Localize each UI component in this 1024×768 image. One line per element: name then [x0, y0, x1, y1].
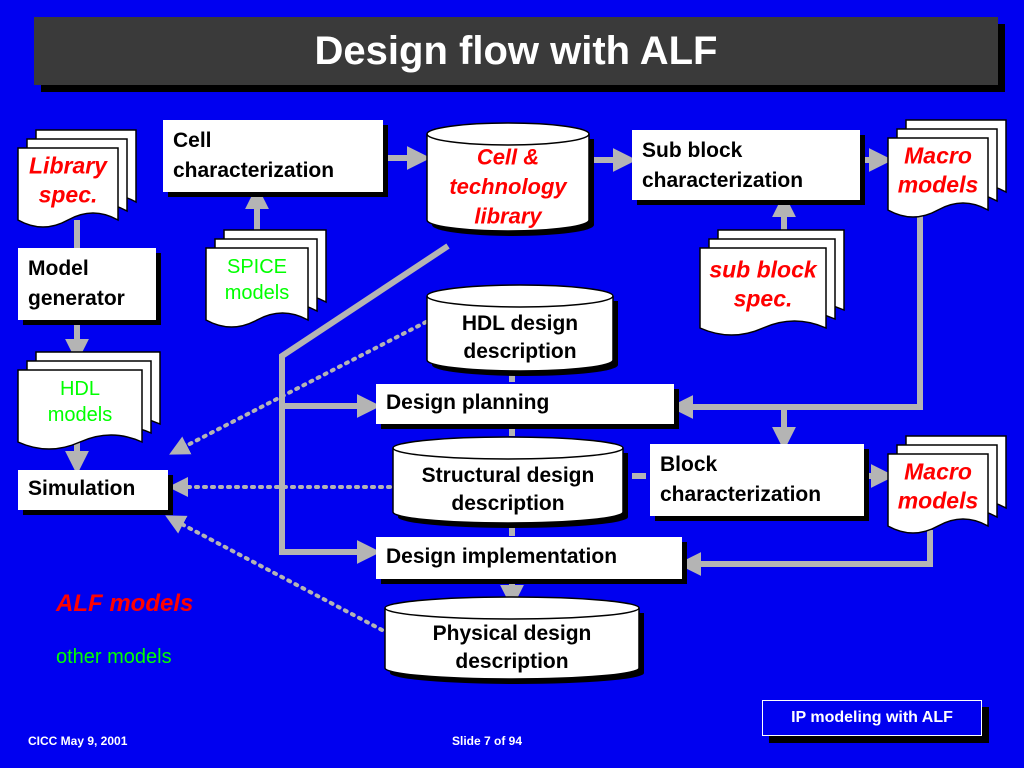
- cell-tech-library-cylinder-line-1: Cell &: [477, 144, 539, 169]
- spice-models-doc-line-2: models: [225, 282, 289, 304]
- legend-other-models: other models: [56, 646, 172, 668]
- cell-characterization-box: Cell characterization: [163, 120, 383, 192]
- hdl-models-doc: HDL models: [17, 351, 161, 450]
- physical-design-description-cylinder-rim: [384, 607, 640, 620]
- cell-tech-library-cylinder-line-2: technology: [449, 174, 568, 199]
- block-characterization-box: Block characterization: [650, 444, 864, 516]
- hdl-desc-to-hdl-models-dotted: [169, 320, 428, 455]
- macro-models-top-doc-line-2: models: [898, 172, 979, 198]
- slide-title: Design flow with ALF: [34, 17, 998, 85]
- footer-badge-text: IP modeling with ALF: [791, 709, 953, 726]
- hdl-design-description-cylinder-line-2: description: [463, 340, 576, 363]
- connectors: [65, 146, 933, 632]
- physical-design-description-cylinder-line-2: description: [455, 650, 568, 673]
- library-spec-doc-line-2: spec.: [39, 182, 98, 208]
- structural-design-description-cylinder-body: [392, 436, 624, 524]
- design-planning-box: Design planning: [376, 384, 674, 424]
- spice-models-doc-sheet-3: [205, 247, 309, 328]
- macro-models-bottom-doc: Macro models: [887, 435, 1007, 534]
- sub-block-spec-doc: sub block spec.: [699, 229, 845, 336]
- shapes: Libraryspec.SPICEmodelsHDLmodelsMacromod…: [17, 119, 1007, 684]
- library-spec-doc: Library spec.: [17, 129, 137, 228]
- hdl-design-description-cylinder-rim: [426, 295, 614, 308]
- sub-block-spec-doc-sheet-3: [699, 247, 827, 336]
- hdl-design-description-cylinder-body: [426, 284, 614, 372]
- footer-slide-number: Slide 7 of 94: [452, 734, 523, 748]
- cell-tech-library-cylinder: Cell & technology library: [426, 122, 594, 236]
- footer-date: CICC May 9, 2001: [28, 734, 128, 748]
- sub-block-spec-doc-line-2: spec.: [734, 286, 793, 312]
- model-generator-box: Model generator: [18, 248, 156, 320]
- cell-tech-library-cylinder-rim: [426, 133, 590, 146]
- legend-alf-models: ALF models: [56, 590, 194, 617]
- macro-models-top-doc: Macro models: [887, 119, 1007, 218]
- hdl-models-doc-sheet-3: [17, 369, 143, 450]
- cell-tech-library-cylinder-body: [426, 122, 590, 232]
- structural-design-description-cylinder-line-2: description: [451, 492, 564, 515]
- library-to-implementation: [279, 243, 450, 564]
- hdl-design-description-cylinder-line-1: HDL design: [462, 312, 578, 335]
- macro-models-bottom-doc-sheet-3: [887, 453, 989, 534]
- spice-models-doc-line-1: SPICE: [227, 256, 287, 278]
- physical-design-description-cylinder-line-1: Physical design: [433, 622, 592, 645]
- hdl-design-description-cylinder: HDL design description: [426, 284, 618, 376]
- sub-block-characterization-box: Sub block characterization: [632, 130, 860, 200]
- cell-tech-library-cylinder-line-3: library: [474, 204, 543, 229]
- slide-title-text: Design flow with ALF: [314, 28, 718, 73]
- structural-design-description-cylinder-line-1: Structural design: [422, 464, 595, 487]
- sub-block-spec-doc-line-1: sub block: [709, 256, 818, 282]
- macro-top-to-planning: [669, 210, 923, 419]
- macro-models-bottom-doc-line-2: models: [898, 488, 979, 514]
- macro-models-bottom-doc-line-1: Macro: [904, 458, 972, 484]
- macro-models-top-doc-line-1: Macro: [904, 142, 972, 168]
- structural-design-description-cylinder: Structural design description: [392, 436, 628, 528]
- macro-models-top-doc-sheet-3: [887, 137, 989, 218]
- physical-to-simulation-dotted: [165, 515, 384, 632]
- library-spec-doc-line-1: Library: [29, 152, 108, 178]
- spice-models-doc: SPICE models: [205, 229, 327, 328]
- hdl-models-doc-line-1: HDL: [60, 378, 100, 400]
- macro-bottom-to-implementation: [677, 530, 933, 576]
- structural-design-description-cylinder-rim: [392, 447, 624, 460]
- physical-design-description-cylinder: Physical design description: [384, 596, 644, 684]
- hdl-models-doc-line-2: models: [48, 404, 112, 426]
- design-implementation-box: Design implementation: [376, 537, 682, 579]
- footer-badge: IP modeling with ALF: [762, 700, 982, 736]
- simulation-box: Simulation: [18, 470, 168, 510]
- library-spec-doc-sheet-3: [17, 147, 119, 228]
